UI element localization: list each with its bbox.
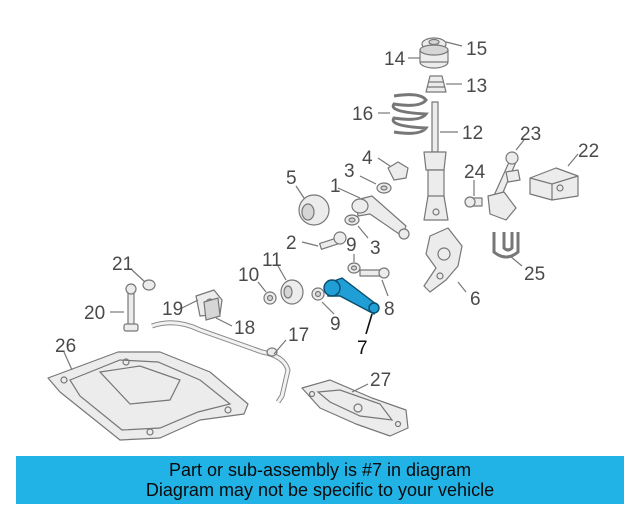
- part-8-bolt[interactable]: [359, 267, 390, 279]
- label-16: 16: [352, 104, 373, 125]
- part-6-steering-knuckle[interactable]: [423, 227, 463, 293]
- label-8: 8: [384, 299, 395, 320]
- part-14-spring-seat[interactable]: [419, 44, 449, 69]
- part-16-coil-spring[interactable]: [391, 93, 429, 135]
- label-24: 24: [464, 162, 486, 183]
- label-21: 21: [112, 254, 133, 275]
- part-23-tie-rod[interactable]: [487, 151, 521, 221]
- label-11: 11: [262, 250, 282, 271]
- part-5-bushing[interactable]: [298, 194, 330, 226]
- label-7: 7: [357, 338, 368, 359]
- label-9a: 9: [346, 235, 357, 256]
- part-1-upper-control-arm[interactable]: [351, 195, 410, 240]
- label-5: 5: [286, 168, 297, 189]
- part-9-washer-lower[interactable]: [311, 287, 325, 301]
- part-18-bushing[interactable]: [203, 297, 221, 321]
- label-22: 22: [578, 141, 599, 162]
- exploded-suspension-diagram: 26 17 27 21 20 19 18 10: [47, 37, 599, 441]
- label-25: 25: [524, 264, 545, 285]
- part-12-strut[interactable]: [423, 101, 449, 221]
- label-3b: 3: [370, 238, 381, 259]
- part-11-bushing[interactable]: [280, 279, 304, 305]
- part-21-20-stabilizer-link[interactable]: [123, 279, 156, 332]
- label-26: 26: [55, 336, 76, 357]
- label-12: 12: [462, 123, 483, 144]
- part-9-washer-upper[interactable]: [347, 262, 361, 274]
- label-23: 23: [520, 124, 541, 145]
- label-1: 1: [330, 176, 341, 197]
- part-2-bolt[interactable]: [319, 231, 347, 250]
- label-20: 20: [84, 303, 105, 324]
- label-6: 6: [470, 289, 481, 310]
- part-27-plate[interactable]: [301, 379, 409, 437]
- part-4-nut[interactable]: [387, 161, 409, 181]
- banner-line-disclaimer: Diagram may not be specific to your vehi…: [145, 480, 495, 500]
- label-9b: 9: [330, 314, 341, 335]
- part-25-u-bolt[interactable]: [492, 232, 520, 259]
- label-17: 17: [288, 325, 309, 346]
- label-18: 18: [234, 318, 255, 339]
- part-22-mount-bracket[interactable]: [529, 167, 579, 201]
- label-14: 14: [384, 49, 406, 70]
- part-3-washer-upper[interactable]: [376, 182, 392, 194]
- label-19: 19: [162, 299, 183, 320]
- label-4: 4: [362, 148, 373, 169]
- label-27: 27: [370, 370, 391, 391]
- part-13-bump-stop[interactable]: [425, 75, 447, 93]
- label-15: 15: [466, 39, 487, 60]
- label-13: 13: [466, 76, 487, 97]
- part-26-subframe[interactable]: [47, 351, 249, 441]
- part-7-lower-control-arm[interactable]: [323, 277, 380, 316]
- part-3-washer-lower[interactable]: [344, 214, 360, 226]
- label-2: 2: [286, 233, 297, 254]
- label-3a: 3: [344, 161, 355, 182]
- part-notice-banner: Part or sub-assembly is #7 in diagram Di…: [16, 456, 624, 504]
- part-10-nut[interactable]: [263, 291, 277, 305]
- part-24-bolt[interactable]: [464, 196, 483, 208]
- label-10: 10: [238, 265, 259, 286]
- banner-line-part-number: Part or sub-assembly is #7 in diagram: [168, 460, 472, 480]
